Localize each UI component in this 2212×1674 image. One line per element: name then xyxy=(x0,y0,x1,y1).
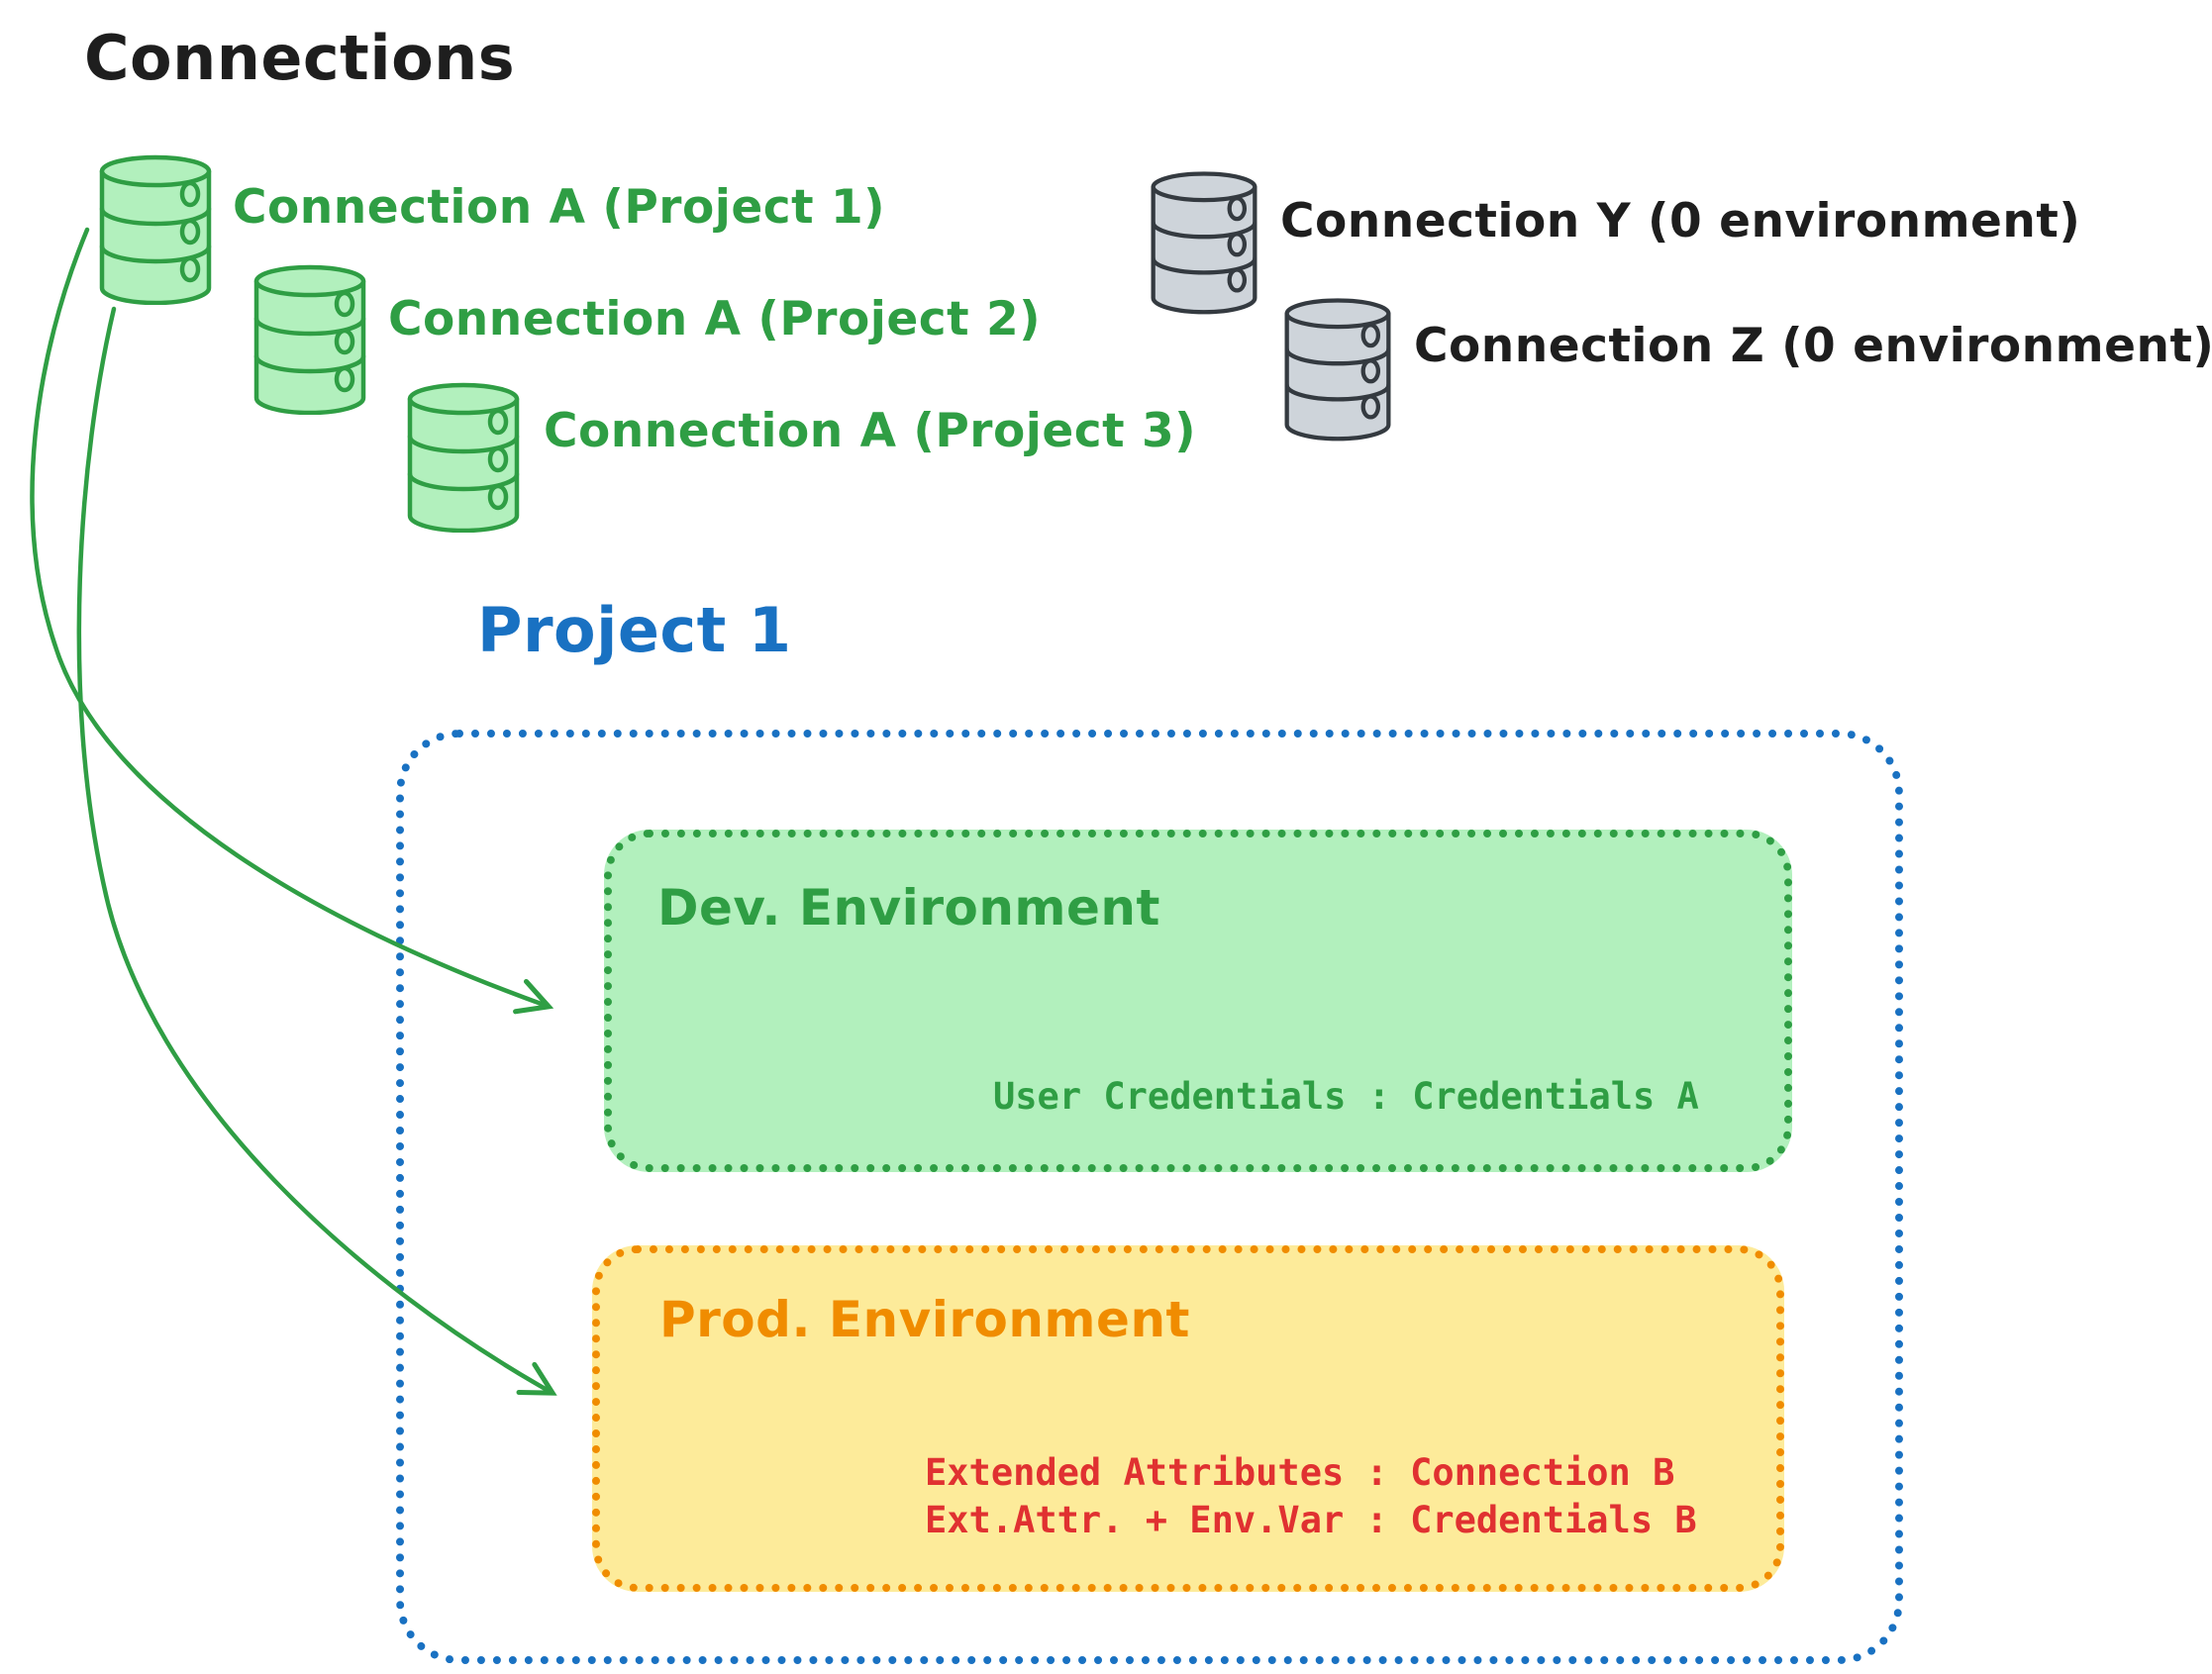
diagram-title: Connections xyxy=(84,22,516,94)
database-icon xyxy=(99,154,212,306)
green-database-icon-project-2 xyxy=(250,260,370,419)
gray-database-icon-y xyxy=(1147,166,1261,319)
green-database-icon-project-1 xyxy=(95,150,216,309)
connection-label-z: Connection Z (0 environment) xyxy=(1414,319,2212,373)
connection-label-project-2: Connection A (Project 2) xyxy=(388,292,1042,346)
database-icon xyxy=(1284,298,1391,442)
dev-environment-heading: Dev. Environment xyxy=(657,879,1160,936)
database-icon xyxy=(1151,171,1257,315)
gray-database-icon-z xyxy=(1280,293,1395,445)
green-database-icon-project-3 xyxy=(403,378,524,537)
connection-label-project-3: Connection A (Project 3) xyxy=(544,404,1197,458)
dev-credentials-note: User Credentials : Credentials A xyxy=(993,1075,1699,1118)
prod-bindings-note: Extended Attributes : Connection B Ext.At… xyxy=(925,1449,1697,1544)
database-icon xyxy=(253,264,366,416)
project-box: Dev. Environment User Credentials : Cred… xyxy=(396,730,1903,1664)
prod-environment-heading: Prod. Environment xyxy=(659,1291,1190,1348)
prod-binding-line-1: Extended Attributes : Connection B xyxy=(925,1451,1675,1494)
database-icon xyxy=(407,382,520,534)
connection-label-project-1: Connection A (Project 1) xyxy=(233,180,886,235)
prod-binding-line-2: Ext.Attr. + Env.Var : Credentials B xyxy=(925,1499,1697,1541)
project-title: Project 1 xyxy=(477,594,792,666)
connection-label-y: Connection Y (0 environment) xyxy=(1280,194,2081,248)
prod-environment-box: Prod. Environment Extended Attributes : … xyxy=(592,1245,1784,1592)
dev-environment-box: Dev. Environment User Credentials : Cred… xyxy=(604,830,1792,1172)
